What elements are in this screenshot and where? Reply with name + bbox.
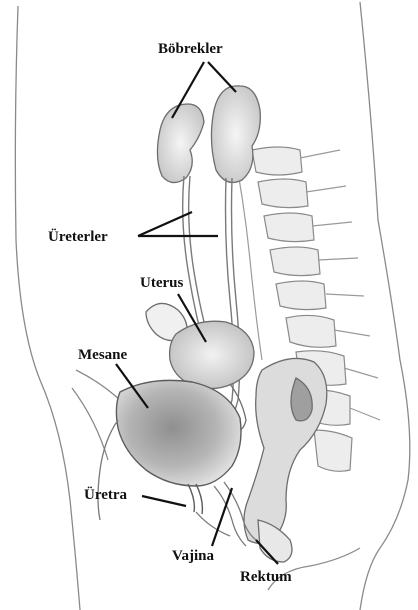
label-ureters: Üreterler — [48, 228, 108, 245]
label-uterus: Uterus — [140, 275, 183, 291]
rectum-organ — [244, 358, 327, 562]
right-kidney — [211, 86, 260, 183]
label-kidneys: Böbrekler — [158, 41, 223, 57]
bladder-organ — [116, 380, 241, 514]
label-urethra: Üretra — [84, 486, 128, 503]
body-outline — [15, 2, 409, 610]
label-vagina: Vajina — [172, 548, 214, 564]
left-kidney — [157, 104, 204, 183]
kidneys-organ — [157, 86, 260, 183]
label-bladder: Mesane — [78, 347, 127, 363]
label-rectum: Rektum — [240, 569, 292, 585]
